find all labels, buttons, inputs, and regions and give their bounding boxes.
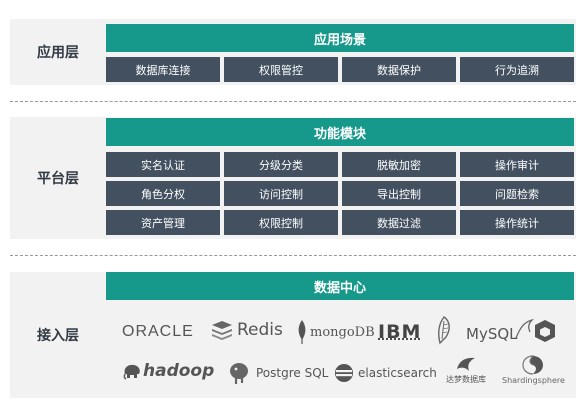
elephant-icon (123, 364, 140, 380)
module-access-control: 访问控制 (224, 181, 338, 206)
module-operation-statistics: 操作统计 (460, 210, 574, 235)
module-data-filtering: 数据过滤 (342, 210, 456, 235)
module-permission-control: 权限控制 (224, 210, 338, 235)
dolphin-icon (514, 318, 534, 339)
divider-1 (10, 101, 576, 102)
module-asset-management: 资产管理 (106, 210, 220, 235)
dameng-icon (457, 357, 475, 371)
cube-icon (535, 320, 555, 342)
elasticsearch-wordmark: elasticsearch (358, 366, 437, 380)
oracle-wordmark: ORACLE (122, 323, 194, 340)
logo-hadoop: hadoop (122, 361, 214, 381)
platform-layer-label: 平台层 (37, 171, 79, 187)
shardingsphere-wordmark: Shardingsphere (502, 376, 565, 385)
module-masking-encryption: 脱敏加密 (342, 152, 456, 177)
dameng-wordmark: 达梦数据库 (446, 375, 486, 384)
ibm-wordmark: IBM (378, 321, 422, 343)
access-layer-label: 接入层 (37, 328, 79, 344)
module-operation-audit: 操作审计 (460, 152, 574, 177)
mongodb-leaf-icon (298, 320, 306, 344)
function-modules-grid: 实名认证 分级分类 脱敏加密 操作审计 角色分权 访问控制 导出控制 问题检索 … (106, 152, 574, 235)
logo-mongodb: mongoDB (296, 319, 375, 345)
application-scenarios-grid: 数据库连接 权限管控 数据保护 行为追溯 (106, 57, 574, 82)
redis-wordmark: Redis (237, 320, 283, 340)
scenario-permission-control: 权限管控 (224, 57, 338, 82)
feather-icon (438, 316, 450, 345)
module-role-separation: 角色分权 (106, 181, 220, 206)
logo-box (534, 319, 556, 343)
logo-postgresql: Postgre SQL (228, 361, 328, 385)
logo-hadoop-ecosystem (432, 315, 454, 345)
logo-mysql: MySQL (466, 315, 534, 343)
application-scenarios-header: 应用场景 (106, 24, 574, 52)
scenario-db-connection: 数据库连接 (106, 57, 220, 82)
redis-icon (212, 321, 232, 340)
logo-redis: Redis (210, 319, 283, 341)
data-source-logos: ORACLE Redis mongoDB IBM MySQL (106, 303, 574, 398)
logo-dameng: 达梦数据库 (446, 355, 486, 385)
scenario-data-protection: 数据保护 (342, 57, 456, 82)
shardingsphere-icon (522, 355, 544, 375)
mongodb-wordmark: mongoDB (310, 324, 375, 340)
hadoop-wordmark: hadoop (143, 361, 215, 381)
postgres-elephant-icon (230, 363, 248, 384)
scenario-behavior-tracing: 行为追溯 (460, 57, 574, 82)
logo-oracle: ORACLE (122, 323, 194, 341)
divider-2 (10, 255, 576, 256)
module-classification: 分级分类 (224, 152, 338, 177)
logo-ibm: IBM (378, 321, 421, 343)
logo-elasticsearch: elasticsearch (334, 363, 437, 383)
elasticsearch-icon (335, 364, 353, 382)
mysql-wordmark: MySQL (466, 325, 518, 343)
logo-shardingsphere: Shardingsphere (502, 355, 565, 385)
application-layer-label: 应用层 (37, 45, 79, 61)
module-issue-search: 问题检索 (460, 181, 574, 206)
module-real-name-auth: 实名认证 (106, 152, 220, 177)
data-center-header: 数据中心 (106, 272, 574, 300)
postgresql-wordmark: Postgre SQL (256, 366, 329, 380)
function-modules-header: 功能模块 (106, 118, 574, 146)
module-export-control: 导出控制 (342, 181, 456, 206)
